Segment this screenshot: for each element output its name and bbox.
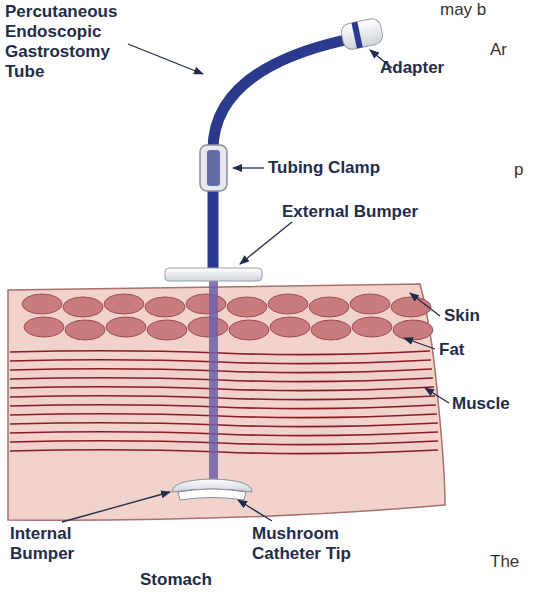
- muscle-fibre: [10, 441, 438, 445]
- fat-cell: [145, 297, 185, 317]
- part-label: Percutaneous Endoscopic Gastrostomy Tube: [5, 2, 127, 82]
- part-label: Tubing Clamp: [268, 158, 380, 178]
- tissue-block: [8, 284, 445, 520]
- muscle-fibre: [10, 405, 436, 409]
- muscle-fibre: [10, 414, 437, 418]
- leader-lines: [62, 44, 449, 522]
- fat-cell: [147, 320, 187, 340]
- fat-cell: [391, 297, 431, 317]
- fat-cell: [309, 297, 349, 317]
- layer-label: Skin: [444, 306, 480, 326]
- fat-layer: [22, 294, 433, 340]
- tube-in-tissue: [209, 280, 218, 485]
- fat-cell: [186, 294, 226, 314]
- fat-cell: [65, 320, 105, 340]
- region-label: Stomach: [140, 570, 212, 590]
- cropped-text: may b: [440, 0, 486, 20]
- muscle-fibre: [10, 360, 431, 364]
- muscle-fibre: [10, 432, 438, 436]
- fat-cell: [22, 294, 62, 314]
- external-bumper: [165, 268, 262, 281]
- fat-cell: [63, 297, 103, 317]
- muscle-fibre: [10, 351, 430, 355]
- tubing-clamp: [200, 145, 227, 191]
- cropped-text: Ar: [490, 40, 507, 60]
- layer-label: Fat: [439, 340, 465, 360]
- fat-cell: [311, 320, 351, 340]
- part-label: Internal Bumper: [10, 524, 105, 564]
- part-label: Adapter: [380, 58, 444, 78]
- fat-cell: [104, 294, 144, 314]
- fat-cell: [227, 297, 267, 317]
- muscle-fibre: [10, 450, 438, 454]
- cropped-text: The: [490, 552, 519, 572]
- muscle-fibre: [10, 378, 433, 382]
- part-label: Mushroom Catheter Tip: [252, 524, 367, 564]
- fat-cell: [393, 320, 433, 340]
- fat-cell: [270, 317, 310, 337]
- fat-cell: [268, 294, 308, 314]
- cropped-text: p: [514, 160, 523, 180]
- layer-label: Muscle: [452, 394, 510, 414]
- adapter: [340, 17, 385, 51]
- fat-cell: [350, 294, 390, 314]
- fat-cell: [188, 317, 228, 337]
- tubing-clamp-window: [207, 150, 220, 186]
- muscle-fibre: [10, 387, 434, 391]
- muscle-fibre: [10, 369, 432, 373]
- fat-cell: [106, 317, 146, 337]
- fat-cell: [24, 317, 64, 337]
- fat-cell: [229, 320, 269, 340]
- fat-cell: [352, 317, 392, 337]
- part-label: External Bumper: [282, 202, 418, 222]
- muscle-fibre: [10, 423, 438, 427]
- muscle-layer: [10, 351, 438, 454]
- mushroom-tip: [178, 489, 246, 500]
- muscle-fibre: [10, 396, 435, 400]
